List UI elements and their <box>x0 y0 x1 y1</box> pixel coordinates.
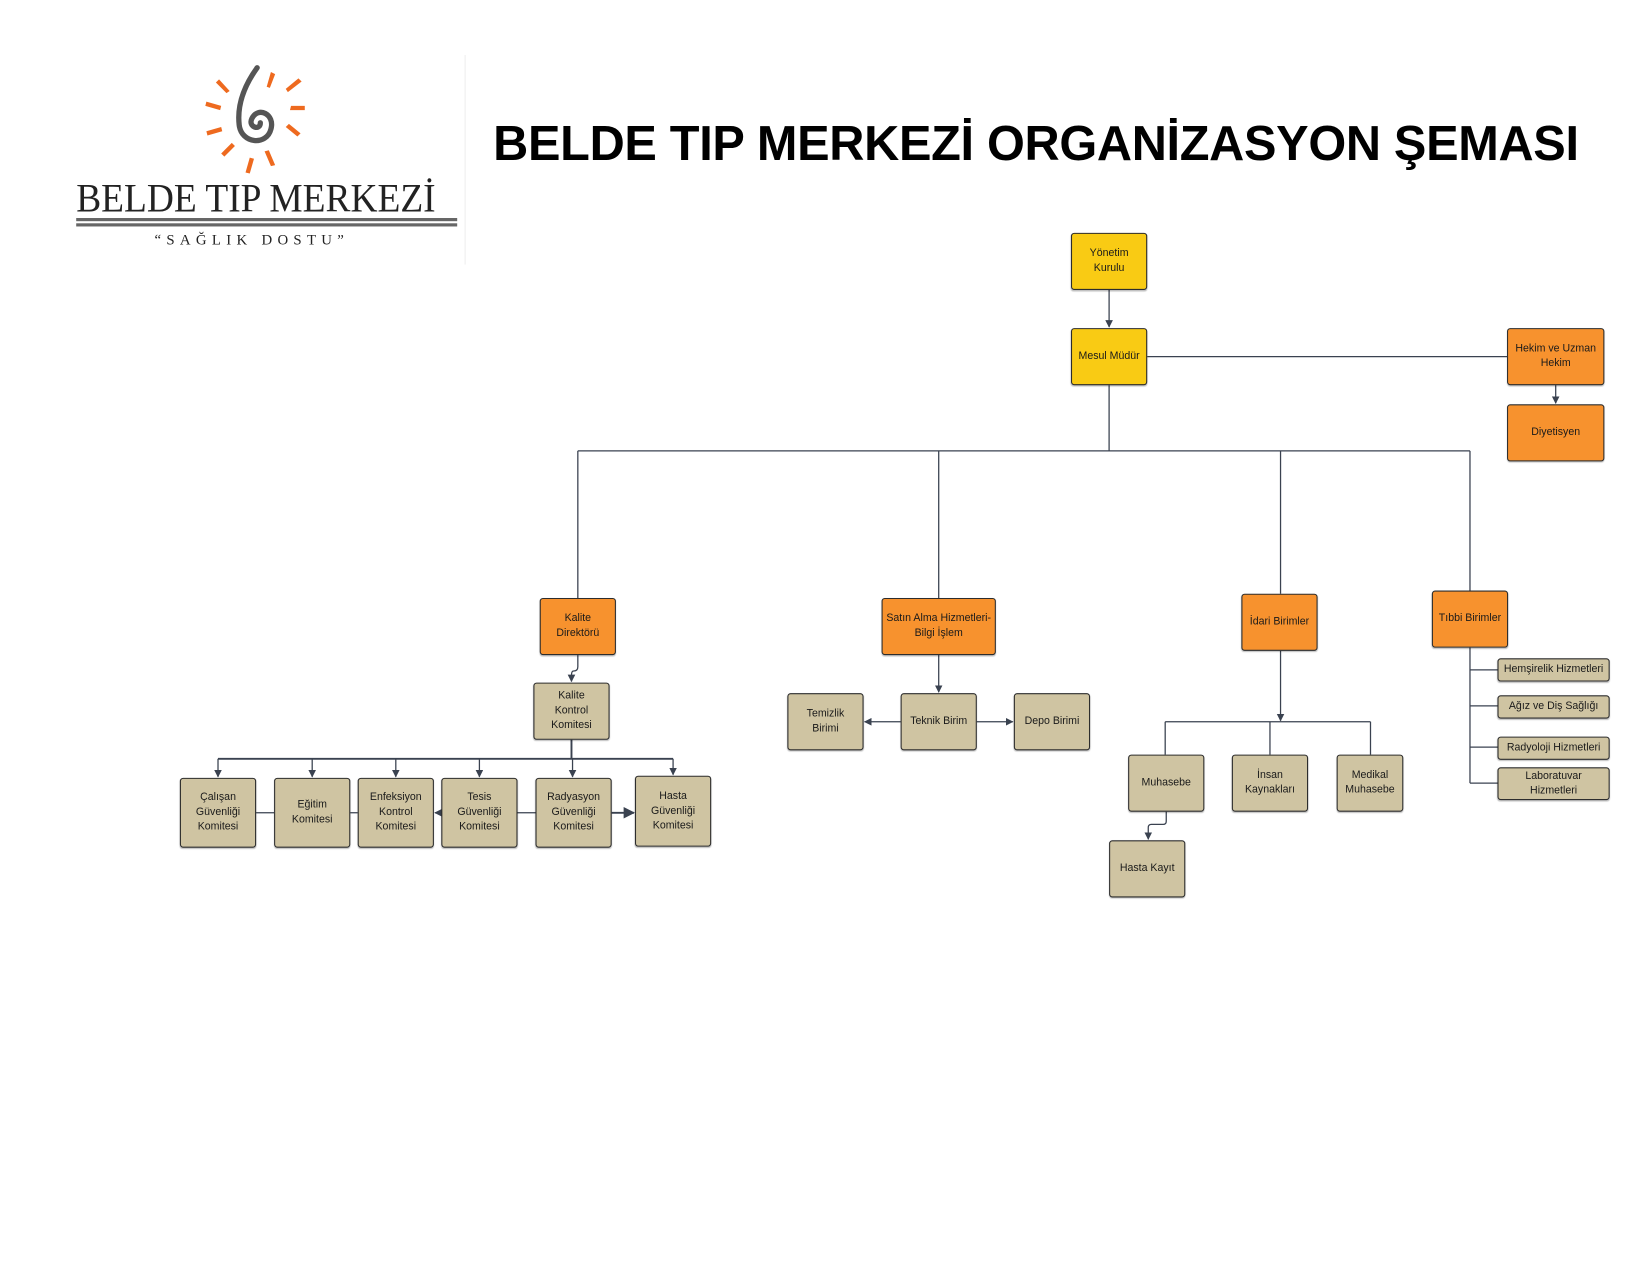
node-depo[interactable]: Depo Birimi <box>1013 693 1091 751</box>
node-tibbi-birimler[interactable]: Tıbbi Birimler <box>1431 590 1509 648</box>
sun-spiral-logo-icon <box>205 65 305 174</box>
node-label: Ağız ve Diş Sağlığı <box>1508 700 1599 713</box>
node-label: Medikal Muhasebe <box>1345 769 1395 796</box>
node-radyasyon[interactable]: Radyasyon Güvenliği Komitesi <box>535 777 612 848</box>
node-satin-alma[interactable]: Satın Alma Hizmetleri-Bilgi İşlem <box>881 597 996 656</box>
connector <box>567 655 579 683</box>
connector <box>1164 721 1372 755</box>
node-label: Mesul Müdür <box>1078 350 1140 362</box>
node-laboratuvar[interactable]: Laboratuvar Hizmetleri <box>1497 767 1610 801</box>
node-teknik[interactable]: Teknik Birim <box>900 693 977 751</box>
connector <box>577 385 1471 598</box>
node-medikal-muhasebe[interactable]: Medikal Muhasebe <box>1336 754 1404 812</box>
node-calisan-guvenligi[interactable]: Çalışan Güvenliği Komitesi <box>179 777 257 848</box>
page-title: BELDE TIP MERKEZİ ORGANİZASYON ŞEMASI <box>493 115 1579 171</box>
node-enfeksiyon[interactable]: Enfeksiyon Kontrol Komitesi <box>357 777 434 848</box>
logo-divider <box>464 55 466 265</box>
node-radyoloji[interactable]: Radyoloji Hizmetleri <box>1497 736 1610 760</box>
node-label: Çalışan Güvenliği Komitesi <box>195 791 241 833</box>
node-label: Kalite Direktörü <box>556 612 600 640</box>
node-agiz-dis[interactable]: Ağız ve Diş Sağlığı <box>1497 695 1610 719</box>
node-hekim[interactable]: Hekim ve Uzman Hekim <box>1507 328 1605 386</box>
node-label: Radyasyon Güvenliği Komitesi <box>547 791 601 833</box>
node-label: Tesis Güvenliği Komitesi <box>457 791 502 833</box>
node-label: Muhasebe <box>1141 776 1191 789</box>
node-label: Satın Alma Hizmetleri-Bilgi İşlem <box>886 612 992 640</box>
node-hemsirelik[interactable]: Hemşirelik Hizmetleri <box>1497 658 1610 682</box>
node-label: Yönetim Kurulu <box>1089 247 1129 275</box>
node-label: Radyoloji Hizmetleri <box>1506 741 1601 754</box>
node-muhasebe[interactable]: Muhasebe <box>1128 754 1205 812</box>
logo-slogan: “SAĞLIK DOSTU” <box>154 232 350 249</box>
node-label: Hekim ve Uzman Hekim <box>1515 342 1596 370</box>
node-label: Hemşirelik Hizmetleri <box>1503 663 1604 676</box>
node-label: Temizlik Birimi <box>806 708 845 735</box>
logo-underline <box>76 218 458 222</box>
node-label: Hasta Kayıt <box>1119 862 1175 875</box>
node-label: Diyetisyen <box>1531 426 1581 439</box>
node-label: Teknik Birim <box>910 715 968 728</box>
node-hasta-guvenligi[interactable]: Hasta Güvenliği Komitesi <box>634 775 712 847</box>
node-label: İdari Birimler <box>1249 615 1310 628</box>
node-yonetim-kurulu[interactable]: Yönetim Kurulu <box>1070 232 1148 290</box>
node-label: Enfeksiyon Kontrol Komitesi <box>369 791 422 833</box>
logo-name: BELDE TIP MERKEZİ <box>76 176 436 222</box>
connector <box>1144 811 1167 840</box>
logo-underline <box>76 223 458 227</box>
node-mesul-mudur[interactable]: Mesul Müdür <box>1070 328 1148 386</box>
node-label: İnsan Kaynakları <box>1244 769 1295 796</box>
node-egitim[interactable]: Eğitim Komitesi <box>274 777 351 848</box>
node-label: Kalite Kontrol Komitesi <box>551 690 592 732</box>
node-idari-birimler[interactable]: İdari Birimler <box>1241 593 1318 651</box>
node-tesis[interactable]: Tesis Güvenliği Komitesi <box>441 777 518 848</box>
node-hasta-kayit[interactable]: Hasta Kayıt <box>1109 840 1186 898</box>
node-diyetisyen[interactable]: Diyetisyen <box>1507 404 1605 462</box>
node-insan-kaynaklari[interactable]: İnsan Kaynakları <box>1231 754 1309 812</box>
connector <box>1469 647 1498 784</box>
node-label: Eğitim Komitesi <box>291 799 333 826</box>
node-label: Depo Birimi <box>1024 715 1080 728</box>
node-kalite-direktoru[interactable]: Kalite Direktörü <box>539 597 616 656</box>
node-label: Laboratuvar Hizmetleri <box>1525 769 1582 797</box>
connector <box>218 739 674 760</box>
node-kalite-kontrol[interactable]: Kalite Kontrol Komitesi <box>533 682 610 740</box>
node-temizlik[interactable]: Temizlik Birimi <box>787 693 864 751</box>
node-label: Tıbbi Birimler <box>1438 612 1502 625</box>
node-label: Hasta Güvenliği Komitesi <box>651 790 696 832</box>
